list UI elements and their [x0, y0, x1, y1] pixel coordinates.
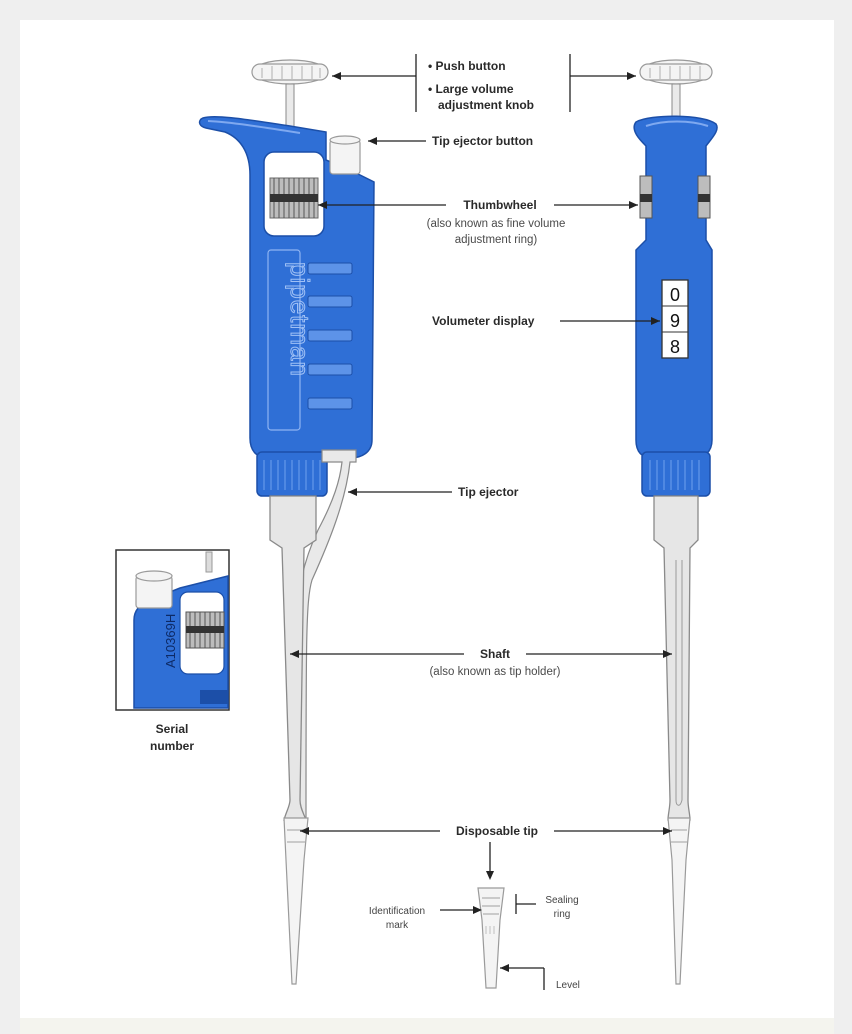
- left-thumbwheel: [270, 178, 318, 218]
- volumeter-display: 0 9 8: [662, 280, 688, 358]
- right-push-button-knob: [640, 60, 712, 120]
- tip-detail: [478, 888, 504, 988]
- identification-mark-label-1: Identification: [369, 906, 425, 917]
- serial-number-label-1: Serial: [156, 722, 189, 736]
- volumeter-display-label: Volumeter display: [432, 314, 535, 328]
- volumeter-digit-2: 9: [670, 311, 680, 331]
- volumeter-digit-3: 8: [670, 337, 680, 357]
- left-disposable-tip: [284, 818, 308, 984]
- large-volume-label-1: • Large volume: [428, 82, 514, 96]
- tip-ejector-button-label: Tip ejector button: [432, 134, 533, 148]
- left-tip-ejector-button: [330, 140, 360, 174]
- sealing-ring-label-1: Sealing: [545, 895, 578, 906]
- identification-mark-label-2: mark: [386, 920, 409, 931]
- serial-code: A10369H: [163, 614, 178, 668]
- sealing-ring-label-2: ring: [554, 909, 571, 920]
- brand-text: pipetman: [285, 262, 315, 377]
- left-pipette: pipetman: [200, 60, 374, 984]
- shaft-sublabel: (also known as tip holder): [429, 666, 560, 678]
- left-push-button-knob: [252, 60, 328, 130]
- large-volume-label-2: adjustment knob: [438, 98, 534, 112]
- thumbwheel-sublabel-2: adjustment ring): [455, 234, 538, 246]
- thumbwheel-sublabel-1: (also known as fine volume: [427, 218, 566, 230]
- right-disposable-tip: [668, 818, 690, 984]
- disposable-tip-label: Disposable tip: [456, 824, 538, 838]
- push-button-label: • Push button: [428, 59, 506, 73]
- left-shaft: [270, 496, 316, 820]
- right-pipette: 0 9 8: [634, 60, 717, 984]
- level-label: Level: [556, 980, 580, 991]
- callout-labels: • Push button • Large volume adjustment …: [369, 59, 580, 991]
- serial-number-inset: A10369H: [116, 550, 229, 710]
- thumbwheel-label: Thumbwheel: [463, 198, 536, 212]
- tip-ejector-label: Tip ejector: [458, 485, 519, 499]
- serial-number-label-2: number: [150, 739, 194, 753]
- right-collar: [642, 452, 710, 496]
- volumeter-digit-1: 0: [670, 285, 680, 305]
- shaft-label: Shaft: [480, 647, 510, 661]
